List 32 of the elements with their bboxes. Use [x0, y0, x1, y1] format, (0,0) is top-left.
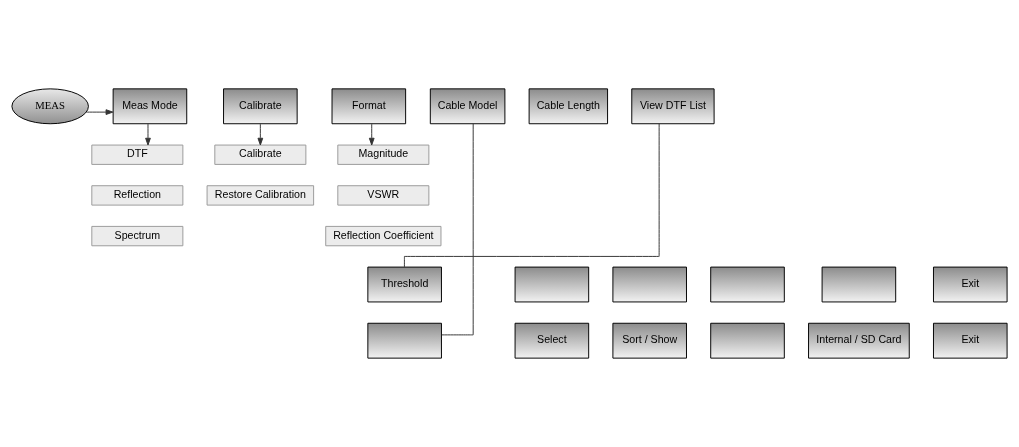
node-box: Meas Mode	[112, 88, 188, 125]
node-box: Select	[514, 322, 590, 359]
node-box: Calibrate	[223, 88, 298, 125]
node-box: Internal / SD Card	[808, 322, 910, 359]
node-box: Spectrum	[91, 225, 184, 247]
node-box: Magnitude	[337, 144, 430, 165]
node-box: Calibrate	[214, 144, 307, 165]
node-box: Exit	[933, 322, 1008, 359]
node-box: VSWR	[337, 185, 430, 206]
arrow	[257, 123, 264, 146]
arrow	[145, 123, 151, 146]
node-box: Reflection Coefficient	[325, 225, 442, 247]
node-box: Restore Calibration	[206, 185, 315, 206]
node-box: Sort / Show	[612, 322, 687, 359]
node-box: Cable Model	[429, 88, 506, 125]
node-box: View DTF List	[631, 88, 715, 125]
node-box	[612, 266, 687, 303]
connector	[441, 123, 474, 336]
node-box	[367, 322, 442, 359]
arrow	[368, 123, 375, 146]
node-box: Threshold	[367, 266, 442, 303]
node-box: Exit	[933, 266, 1008, 303]
arrow	[86, 109, 114, 115]
node-box: Format	[331, 88, 407, 125]
node-box: Cable Length	[528, 88, 609, 125]
node-box	[821, 266, 897, 303]
node-box: DTF	[91, 144, 184, 165]
node-ellipse: MEAS	[11, 88, 89, 125]
node-box	[710, 266, 785, 303]
node-box	[710, 322, 785, 359]
node-box	[514, 266, 590, 303]
node-box: Reflection	[91, 185, 184, 206]
